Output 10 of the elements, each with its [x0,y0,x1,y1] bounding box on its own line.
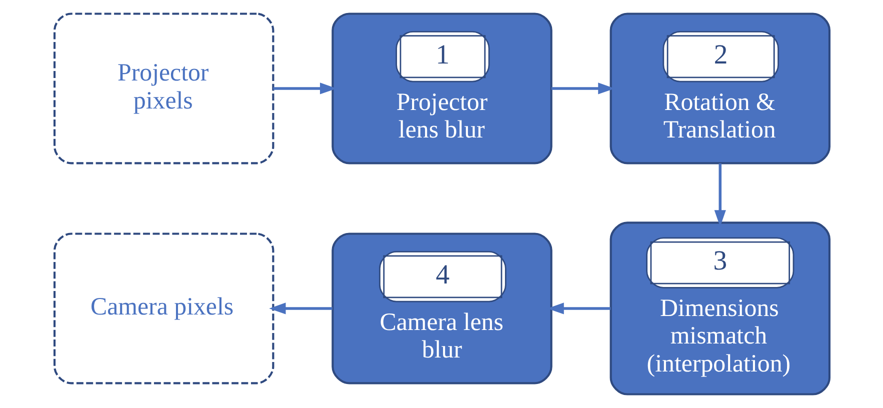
arrow [268,302,332,314]
node-box: Projector pixels [53,12,274,164]
node-box: 1 Projector lens blur [331,12,552,164]
node-box: 2 Rotation & Translation [609,12,830,164]
arrow [272,82,336,94]
arrow [550,82,614,94]
node-box: 3 Dimensions mismatch (interpolation) [609,222,830,396]
node-box: 4 Camera lens blur [331,232,552,384]
arrow [714,163,726,227]
node-box: Camera pixels [53,232,274,384]
